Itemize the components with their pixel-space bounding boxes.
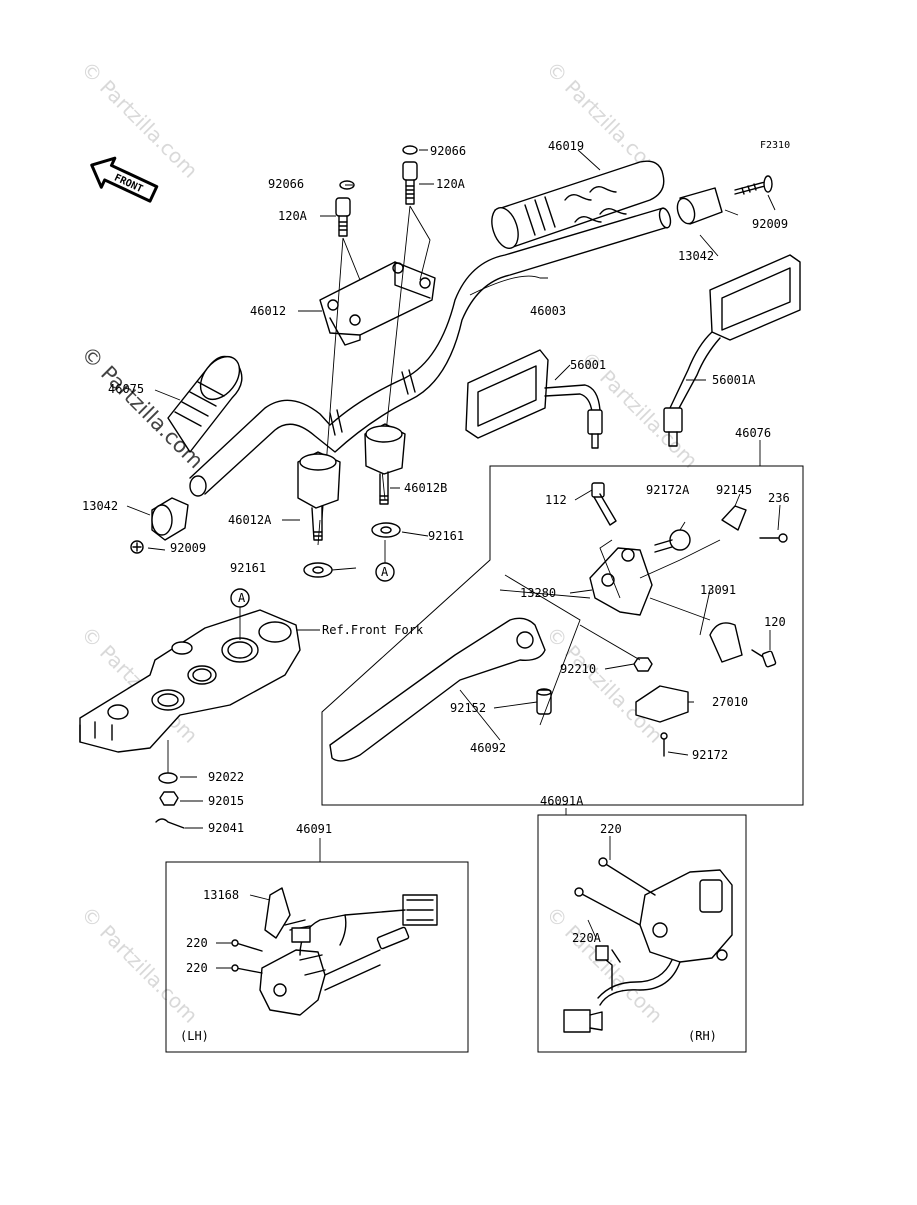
lh-label: (LH) <box>180 1029 209 1043</box>
label-46076: 46076 <box>735 426 771 440</box>
screw-220-lh-b <box>231 964 263 974</box>
washer-92161-right <box>371 522 401 538</box>
lever-assembly-box <box>321 465 804 806</box>
screw-220-rh <box>598 857 656 896</box>
label-92022: 92022 <box>208 770 244 784</box>
switch-housing-rh <box>563 869 733 1033</box>
label-92210: 92210 <box>560 662 596 676</box>
clip-92041 <box>155 818 185 829</box>
label-46012: 46012 <box>250 304 286 318</box>
label-56001: 56001 <box>570 358 606 372</box>
label-92041: 92041 <box>208 821 244 835</box>
washer-92066-top <box>402 145 418 155</box>
bar-end-13042-left <box>151 497 189 541</box>
holder-46012B <box>364 423 406 505</box>
label-92015: 92015 <box>208 794 244 808</box>
screw-220A <box>574 887 641 926</box>
label-92009-top: 92009 <box>752 217 788 231</box>
ref-front-fork-note: Ref.Front Fork <box>322 623 424 637</box>
bolt-120A-top <box>402 161 418 205</box>
mirror-56001A <box>663 254 801 447</box>
watermark: © Partzilla.com <box>541 622 667 748</box>
lever-holder-13280 <box>589 547 653 616</box>
callout-circle-A-bracket: A <box>238 591 246 605</box>
label-13168: 13168 <box>203 888 239 902</box>
label-46012B: 46012B <box>404 481 447 495</box>
label-92066-left: 92066 <box>268 177 304 191</box>
bolt-120 <box>751 649 777 668</box>
switch-13168 <box>264 887 291 939</box>
screw-92009-left <box>130 540 144 554</box>
clamp-13091 <box>709 622 743 663</box>
holder-46012 <box>319 261 436 346</box>
label-92152: 92152 <box>450 701 486 715</box>
label-46075: 46075 <box>108 382 144 396</box>
bolt-112 <box>591 482 617 526</box>
front-arrow-icon: FRONT <box>90 156 159 203</box>
label-220A: 220A <box>572 931 602 945</box>
handlebar-46003 <box>189 207 672 497</box>
screw-92172 <box>660 732 668 757</box>
lh-switch-box <box>165 861 469 1053</box>
label-92161-right: 92161 <box>428 529 464 543</box>
watermark: © Partzilla.com <box>76 902 202 1028</box>
grip-46019 <box>491 160 665 250</box>
clip-92145 <box>721 505 747 531</box>
label-92172: 92172 <box>692 748 728 762</box>
label-120A-top: 120A <box>436 177 466 191</box>
label-92066-top: 92066 <box>430 144 466 158</box>
washer-92161-left <box>303 562 333 578</box>
label-120A-left: 120A <box>278 209 308 223</box>
screw-92009-top <box>734 175 773 195</box>
wire-harness-lh <box>284 894 438 956</box>
nut-92015 <box>159 791 179 806</box>
label-220-lh-a: 220 <box>186 936 208 950</box>
screw-236 <box>759 533 788 543</box>
label-220-rh: 220 <box>600 822 622 836</box>
callout-circle-A-holder: A <box>381 565 389 579</box>
switch-housing-lh <box>259 926 410 1016</box>
label-92145: 92145 <box>716 483 752 497</box>
rh-switch-box <box>537 814 747 1053</box>
bolt-120A-left <box>335 197 351 237</box>
label-13042-top: 13042 <box>678 249 714 263</box>
lever-46092 <box>329 617 546 762</box>
label-56001A: 56001A <box>712 373 756 387</box>
switch-27010 <box>635 685 689 723</box>
nut-92210 <box>633 657 653 672</box>
fork-upper-bracket <box>79 588 301 753</box>
mirror-56001 <box>465 349 603 449</box>
label-13091: 13091 <box>700 583 736 597</box>
label-92172A: 92172A <box>646 483 690 497</box>
label-46012A: 46012A <box>228 513 272 527</box>
label-112: 112 <box>545 493 567 507</box>
label-220-lh-b: 220 <box>186 961 208 975</box>
figure-code: F2310 <box>760 140 790 151</box>
adjuster-92172A <box>654 529 691 553</box>
screw-220-lh-a <box>231 939 263 952</box>
label-92009-left: 92009 <box>170 541 206 555</box>
label-46003: 46003 <box>530 304 566 318</box>
grip-46075 <box>167 355 243 453</box>
bar-end-13042-top <box>676 187 723 225</box>
label-236: 236 <box>768 491 790 505</box>
label-46091A: 46091A <box>540 794 584 808</box>
holder-46012A <box>297 451 341 541</box>
label-27010: 27010 <box>712 695 748 709</box>
label-46092: 46092 <box>470 741 506 755</box>
washer-92022 <box>158 772 178 784</box>
label-13042-left: 13042 <box>82 499 118 513</box>
label-46019: 46019 <box>548 139 584 153</box>
label-92161-left: 92161 <box>230 561 266 575</box>
label-120: 120 <box>764 615 786 629</box>
label-46091: 46091 <box>296 822 332 836</box>
rh-label: (RH) <box>688 1029 717 1043</box>
label-13280: 13280 <box>520 586 556 600</box>
